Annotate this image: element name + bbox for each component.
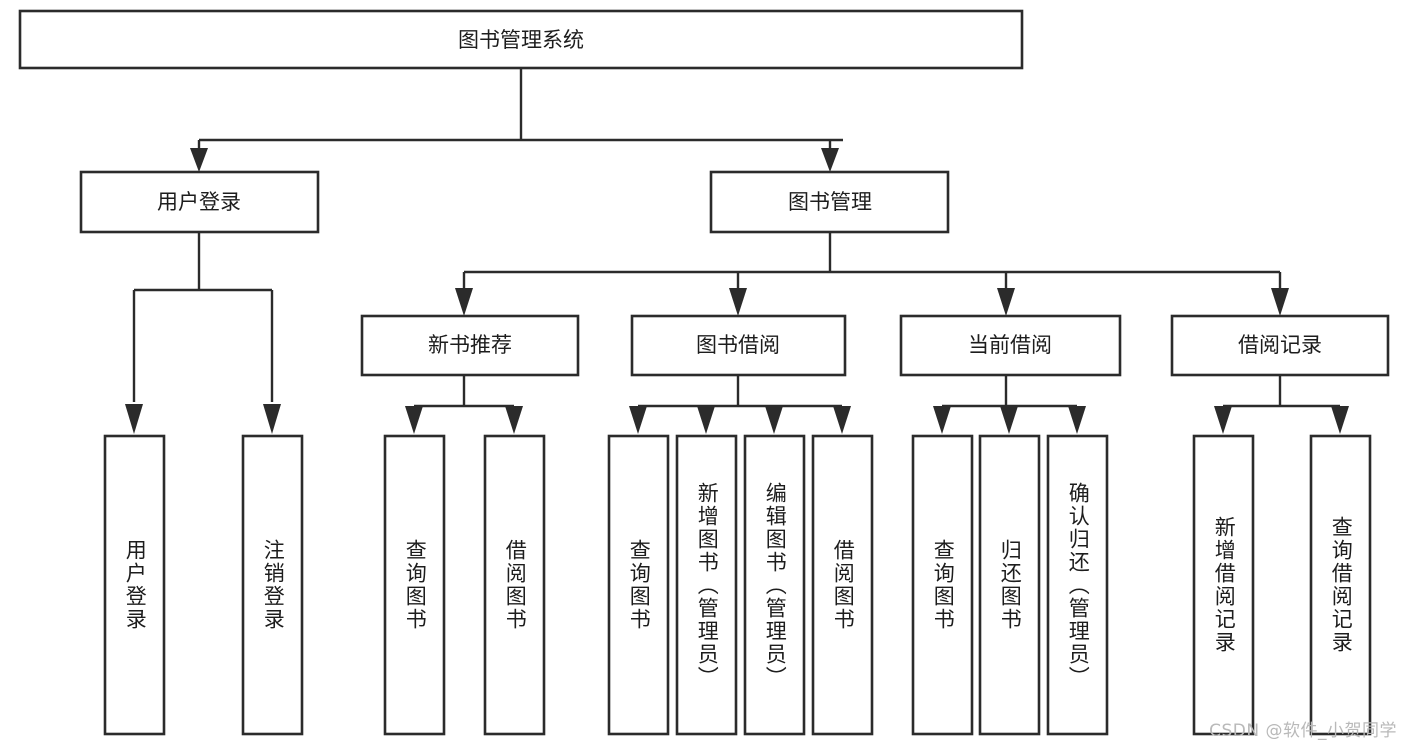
arrow-current-borrow-leaf2 — [1000, 406, 1018, 434]
node-book-borrow-label: 图书借阅 — [696, 333, 780, 357]
arrow-new-book-leaf2 — [505, 406, 523, 434]
node-root-box[interactable] — [18, 9, 1024, 70]
arrow-user-login-leaf2 — [263, 404, 281, 434]
arrow-book-borrow-leaf3 — [765, 406, 783, 434]
arrow-book-borrow-leaf2 — [697, 406, 715, 434]
leaf-box-book-borrow-4[interactable] — [811, 434, 874, 736]
arrow-current-borrow-leaf3 — [1068, 406, 1086, 434]
leaf-box-current-borrow-1[interactable] — [911, 434, 974, 736]
csdn-watermark: CSDN @软件_小贺同学 — [1209, 721, 1397, 741]
node-current-borrow-label: 当前借阅 — [968, 333, 1052, 357]
leaf-box-user-login-2[interactable] — [241, 434, 304, 736]
leaf-box-book-borrow-2[interactable] — [675, 434, 738, 736]
leaf-box-borrow-record-2[interactable] — [1309, 434, 1372, 736]
node-user-login-box[interactable] — [79, 170, 320, 234]
node-user-login-label: 用户登录 — [157, 190, 241, 214]
arrow-to-borrow-record — [1271, 288, 1289, 316]
leaf-box-book-borrow-1[interactable] — [607, 434, 670, 736]
edge-layer — [125, 68, 1349, 434]
node-new-book-label: 新书推荐 — [428, 333, 512, 357]
node-layer: 图书管理系统 用户登录 图书管理 新书推荐 图书借阅 当前借阅 借阅记录 — [18, 9, 1390, 736]
node-borrow-record-label: 借阅记录 — [1238, 333, 1322, 357]
node-current-borrow-box[interactable] — [899, 314, 1122, 377]
leaf-box-borrow-record-1[interactable] — [1192, 434, 1255, 736]
arrow-borrow-record-leaf1 — [1214, 406, 1232, 434]
arrow-borrow-record-leaf2 — [1331, 406, 1349, 434]
leaf-box-current-borrow-3[interactable] — [1046, 434, 1109, 736]
arrow-to-book-borrow — [729, 288, 747, 316]
node-book-borrow-box[interactable] — [630, 314, 847, 377]
arrow-book-borrow-leaf1 — [629, 406, 647, 434]
node-root-label: 图书管理系统 — [458, 28, 584, 52]
arrow-to-book-manage — [821, 148, 839, 172]
arrow-to-current-borrow — [997, 288, 1015, 316]
leaf-box-current-borrow-2[interactable] — [978, 434, 1041, 736]
node-book-manage-box[interactable] — [709, 170, 950, 234]
node-book-manage-label: 图书管理 — [788, 190, 872, 214]
leaf-box-new-book-2[interactable] — [483, 434, 546, 736]
leaf-box-user-login-1[interactable] — [103, 434, 166, 736]
node-new-book-box[interactable] — [360, 314, 580, 377]
node-borrow-record-box[interactable] — [1170, 314, 1390, 377]
arrow-to-user-login — [190, 148, 208, 172]
leaf-box-book-borrow-3[interactable] — [743, 434, 806, 736]
arrow-user-login-leaf1 — [125, 404, 143, 434]
arrow-to-new-book — [455, 288, 473, 316]
leaf-box-new-book-1[interactable] — [383, 434, 446, 736]
arrow-new-book-leaf1 — [405, 406, 423, 434]
arrow-current-borrow-leaf1 — [933, 406, 951, 434]
arrow-book-borrow-leaf4 — [833, 406, 851, 434]
